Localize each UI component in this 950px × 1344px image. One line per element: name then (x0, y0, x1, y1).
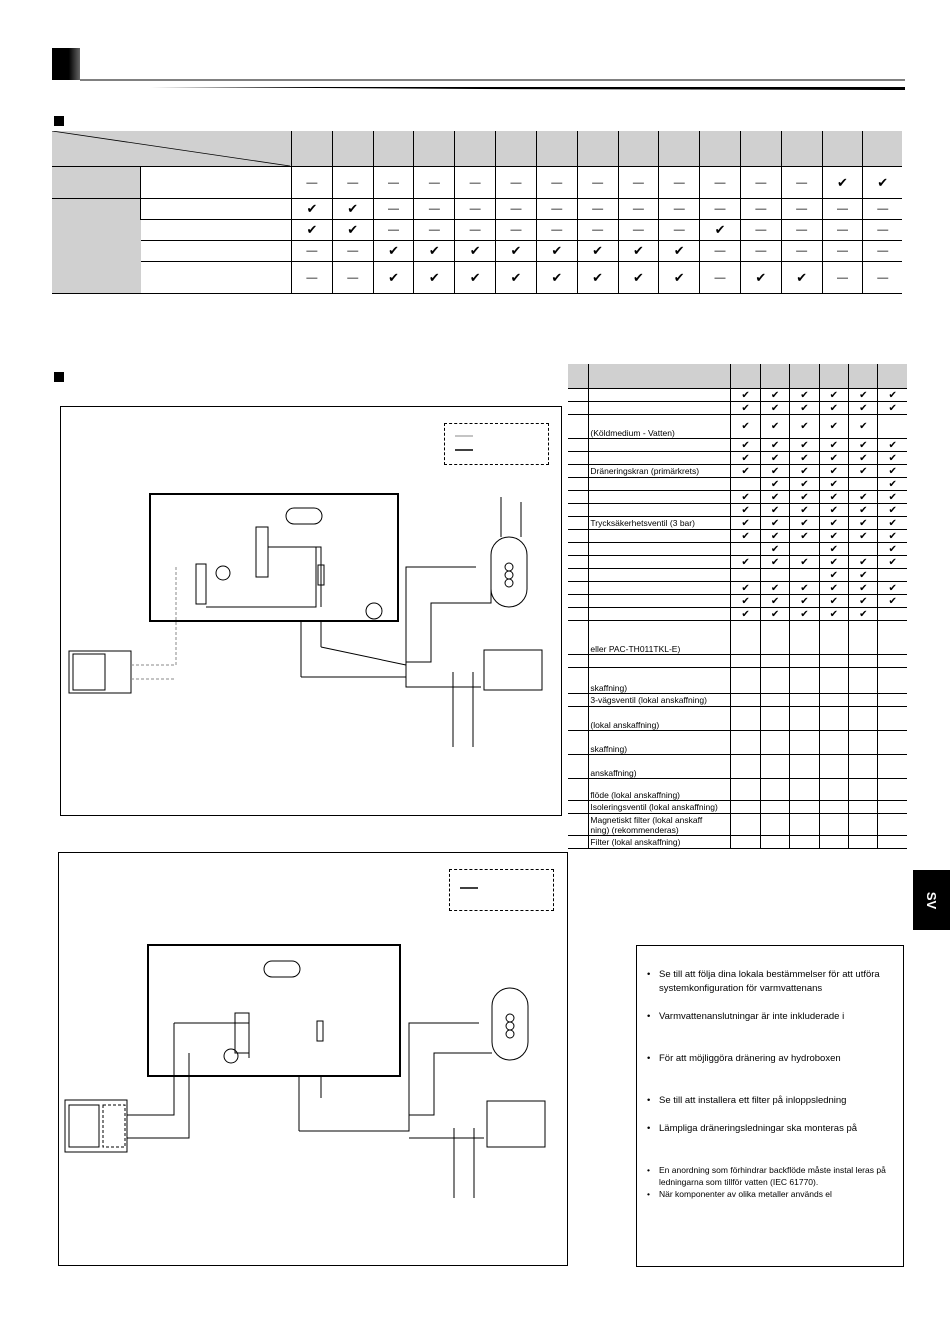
language-tab: SV (913, 870, 950, 930)
note-item: För att möjliggöra dränering av hydrobox… (647, 1052, 895, 1066)
note-item: Lämpliga dräneringsledningar ska montera… (647, 1122, 895, 1136)
piping-schematic-1 (68, 493, 543, 747)
corner-cell (52, 131, 292, 167)
notes-box: Se till att följa dina lokala bestämmels… (636, 945, 904, 1267)
system-diagram-2 (58, 852, 568, 1266)
component-label: (Köldmedium - Vatten) (588, 414, 731, 439)
section-bullet-2 (54, 372, 64, 382)
component-label: Isoleringsventil (lokal anskaffning) (588, 800, 731, 814)
component-label: Trycksäkerhetsventil (3 bar) (588, 516, 731, 530)
system-diagram-1 (60, 406, 562, 816)
component-label: Dräneringskran (primärkrets) (588, 464, 731, 478)
piping-schematic-2 (64, 944, 546, 1198)
component-label: Magnetiskt filter (lokal anskaff (590, 814, 703, 825)
note-item: Se till att följa dina lokala bestämmels… (647, 968, 895, 996)
components-table: ✔✔✔✔✔✔ ✔✔✔✔✔✔ (Köldmedium - Vatten)✔✔✔✔✔… (568, 364, 907, 849)
component-label: ning) (rekommenderas) (590, 824, 679, 835)
component-label: 3-vägsventil (lokal anskaffning) (588, 693, 731, 707)
component-label: flöde (lokal anskaffning) (588, 778, 731, 801)
legend-box-1 (444, 423, 549, 465)
component-label: skaffning) (588, 667, 731, 694)
component-label: (lokal anskaffning) (588, 706, 731, 731)
compatibility-table: —————————————✔✔ ✔✔————————————— ✔✔——————… (52, 131, 902, 294)
note-item: En anordning som förhindrar backflöde må… (647, 1164, 895, 1188)
component-label: skaffning) (588, 730, 731, 755)
component-label: Filter (lokal anskaffning) (588, 835, 731, 849)
component-label: anskaffning) (588, 754, 731, 779)
header-rule (80, 79, 905, 90)
language-tab-label: SV (924, 891, 939, 909)
section-marker (52, 48, 80, 80)
section-bullet (54, 116, 64, 126)
note-item: När komponenter av olika metaller använd… (647, 1188, 895, 1200)
legend-box-2 (449, 869, 554, 911)
component-label: eller PAC-TH011TKL-E) (588, 620, 731, 655)
note-item: Se till att installera ett filter på inl… (647, 1094, 895, 1108)
note-item: Varmvattenanslutningar är inte inkludera… (647, 1010, 895, 1024)
